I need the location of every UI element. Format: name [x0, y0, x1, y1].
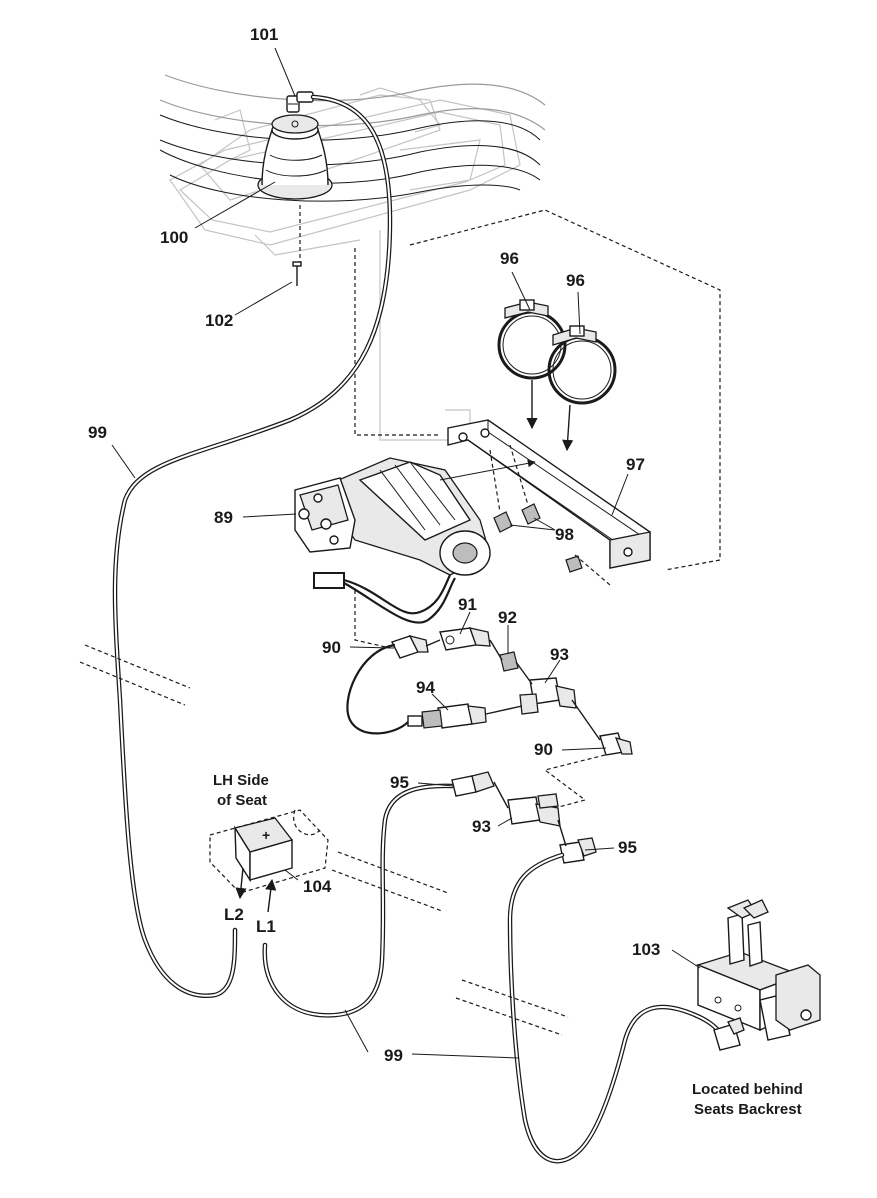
fitting-part-91 — [439, 627, 491, 651]
callout-104: 104 — [303, 877, 332, 896]
callout-95-lower: 95 — [618, 838, 637, 857]
callout-90-lower: 90 — [534, 740, 553, 759]
bolts-part-98 — [489, 444, 611, 586]
port-label-l2: L2 — [224, 905, 244, 924]
callout-90-upper: 90 — [322, 638, 341, 657]
tee-fitting-part-93-upper — [519, 677, 577, 715]
callout-103: 103 — [632, 940, 660, 959]
callout-101: 101 — [250, 25, 278, 44]
note-located-line2: Seats Backrest — [694, 1101, 802, 1118]
callout-98: 98 — [555, 525, 574, 544]
elbow-fitting-part-90-lower — [599, 732, 633, 756]
hose-clamp-left-part-96 — [497, 299, 567, 380]
callout-94: 94 — [416, 678, 435, 697]
callout-91: 91 — [458, 595, 477, 614]
callout-96-right: 96 — [566, 271, 585, 290]
control-valve-part-104: + — [209, 809, 329, 913]
callout-93-upper: 93 — [550, 645, 569, 664]
elbow-fitting-part-90-upper — [391, 635, 429, 659]
callout-95-upper: 95 — [390, 773, 409, 792]
callout-100: 100 — [160, 228, 188, 247]
elbow-fitting-part-101 — [286, 91, 314, 113]
air-bag-part-100 — [257, 114, 333, 200]
callout-102: 102 — [205, 311, 233, 330]
note-lh-side-line2: of Seat — [217, 792, 267, 809]
callout-96-left: 96 — [500, 249, 519, 268]
elbow-fitting-part-95-lower — [559, 837, 597, 864]
note-lh-side-line1: LH Side — [213, 772, 269, 789]
callout-89: 89 — [214, 508, 233, 527]
screw-part-102 — [292, 261, 302, 286]
callout-99-lower: 99 — [384, 1046, 403, 1065]
pressure-switch-part-94 — [407, 703, 487, 729]
compressor-wiring — [313, 572, 456, 624]
callout-leaders — [111, 47, 701, 1059]
port-label-l1: L1 — [256, 917, 276, 936]
air-tube-part-99 — [112, 94, 725, 1164]
tee-fitting-part-93-lower — [507, 793, 561, 827]
note-located-line1: Located behind — [692, 1081, 803, 1098]
callout-93-lower: 93 — [472, 817, 491, 836]
fitting-part-92 — [499, 651, 519, 672]
callout-97: 97 — [626, 455, 645, 474]
callout-99-left: 99 — [88, 423, 107, 442]
tube-break-marks — [79, 644, 569, 1036]
hose-clamp-right-part-96 — [547, 325, 617, 405]
mounting-bracket-part-97 — [447, 419, 651, 569]
plus-symbol: + — [262, 827, 270, 843]
air-compressor-part-89 — [294, 457, 536, 576]
elbow-fitting-part-95-upper — [451, 771, 495, 797]
callout-92: 92 — [498, 608, 517, 627]
solenoid-valve-part-103 — [696, 899, 821, 1051]
